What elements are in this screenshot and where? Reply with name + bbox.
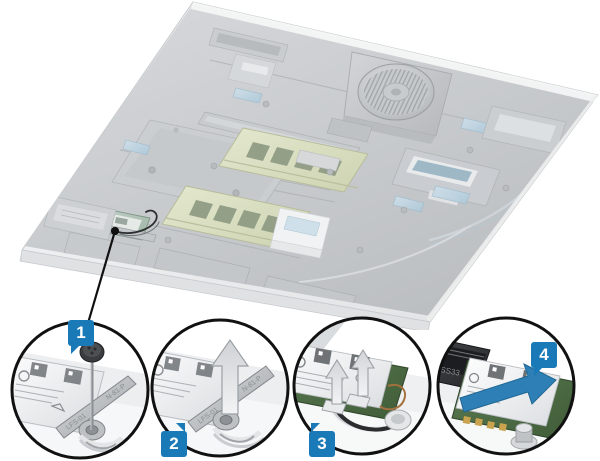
callout-badge-3[interactable]: 3	[309, 423, 335, 457]
callout-badge-2-number: 2	[169, 434, 179, 453]
callout-badge-2-tail	[176, 423, 185, 432]
disconnect-arrows	[325, 348, 375, 405]
right-connector-bank	[391, 147, 501, 207]
callout-badge-4-tail	[534, 367, 543, 376]
detail-circle-4: SS33	[436, 316, 576, 456]
fan-connector-area	[295, 117, 373, 172]
detail-circle-1: LFS-01 N-81-P	[10, 320, 150, 460]
callout-badge-2[interactable]: 2	[161, 423, 187, 457]
callout-badge-1-tail	[71, 345, 80, 354]
callout-badge-3-tail	[311, 423, 320, 432]
detail-circle-3	[292, 316, 432, 456]
callout-badge-1[interactable]: 1	[68, 320, 94, 354]
chassis-interior-deck	[24, 4, 596, 316]
svg-text:SS33: SS33	[440, 365, 461, 378]
callout-badge-4[interactable]: 4	[531, 342, 557, 376]
slide-out-arrow	[459, 363, 557, 413]
flex-connectors	[122, 87, 491, 213]
screw-standoff	[510, 423, 538, 450]
screw-holes	[164, 100, 510, 254]
callout-badge-1-number: 1	[76, 323, 86, 342]
chassis-upper-left-detail	[208, 27, 289, 89]
chassis-svg	[19, 1, 599, 330]
far-right-board	[481, 105, 567, 155]
leader-line-main-to-callout-1	[84, 227, 119, 330]
callout-badge-3-number: 3	[317, 434, 327, 453]
cooling-fan	[340, 51, 453, 144]
touchpad-cable	[269, 207, 331, 259]
lift-arrow	[210, 338, 250, 415]
callout-badge-4-number: 4	[539, 345, 549, 364]
laptop-base-assembly	[19, 1, 599, 330]
